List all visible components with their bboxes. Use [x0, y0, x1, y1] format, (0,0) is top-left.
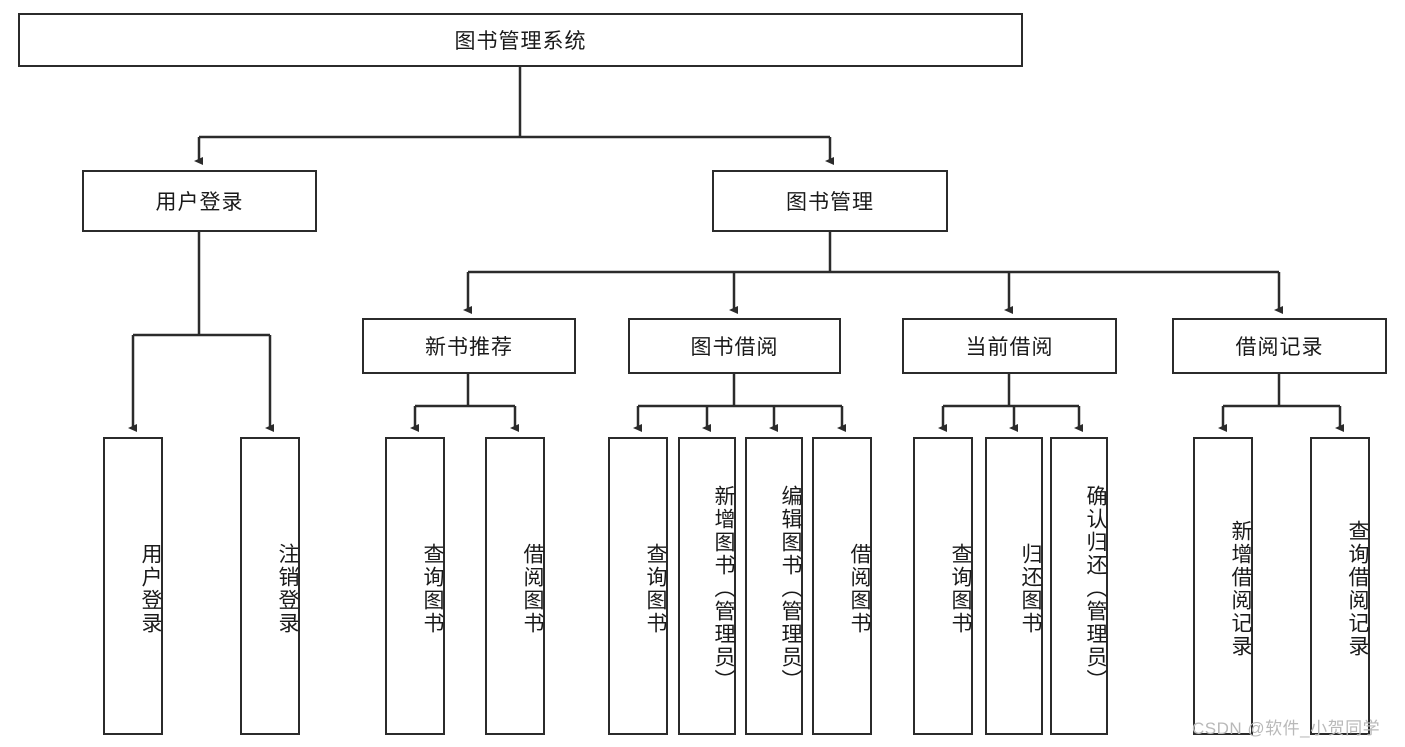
node-leaf-edit-book[interactable]: 编辑图书（管理员）: [745, 437, 803, 735]
node-leaf-user-login-label: 用户登录: [139, 543, 162, 635]
node-leaf-return-book[interactable]: 归还图书: [985, 437, 1043, 735]
node-leaf-edit-book-label: 编辑图书（管理员）: [779, 484, 802, 692]
node-book-manage[interactable]: 图书管理: [712, 170, 948, 232]
node-borrow-record-label: 借阅记录: [1235, 336, 1324, 359]
csdn-watermark: CSDN @软件_小贺同学: [1192, 719, 1381, 738]
node-leaf-add-book-label: 新增图书（管理员）: [712, 484, 735, 692]
node-leaf-borrow-book-1-label: 借阅图书: [521, 543, 544, 635]
node-leaf-query-record[interactable]: 查询借阅记录: [1310, 437, 1370, 735]
node-leaf-borrow-book-1[interactable]: 借阅图书: [485, 437, 545, 735]
node-leaf-query-book-1[interactable]: 查询图书: [385, 437, 445, 735]
node-leaf-add-book[interactable]: 新增图书（管理员）: [678, 437, 736, 735]
node-new-book-rec[interactable]: 新书推荐: [362, 318, 576, 374]
node-leaf-query-book-3-label: 查询图书: [949, 543, 972, 635]
node-borrow-record[interactable]: 借阅记录: [1172, 318, 1387, 374]
node-current-borrow-label: 当前借阅: [965, 336, 1054, 359]
node-leaf-borrow-book-2-label: 借阅图书: [848, 543, 871, 635]
node-leaf-query-book-1-label: 查询图书: [421, 543, 444, 635]
node-leaf-user-logout[interactable]: 注销登录: [240, 437, 300, 735]
node-leaf-return-book-label: 归还图书: [1019, 543, 1042, 635]
node-leaf-add-record-label: 新增借阅记录: [1229, 520, 1252, 658]
node-leaf-query-book-2-label: 查询图书: [644, 543, 667, 635]
node-leaf-user-login[interactable]: 用户登录: [103, 437, 163, 735]
node-leaf-add-record[interactable]: 新增借阅记录: [1193, 437, 1253, 735]
node-book-borrow-label: 图书借阅: [690, 336, 779, 359]
node-root-label: 图书管理系统: [454, 30, 587, 53]
node-new-book-rec-label: 新书推荐: [425, 336, 513, 359]
node-leaf-confirm-return[interactable]: 确认归还（管理员）: [1050, 437, 1108, 735]
node-leaf-query-record-label: 查询借阅记录: [1346, 520, 1369, 658]
node-leaf-borrow-book-2[interactable]: 借阅图书: [812, 437, 872, 735]
node-book-manage-label: 图书管理: [786, 191, 874, 214]
node-leaf-query-book-2[interactable]: 查询图书: [608, 437, 668, 735]
node-leaf-query-book-3[interactable]: 查询图书: [913, 437, 973, 735]
node-leaf-user-logout-label: 注销登录: [276, 543, 299, 635]
node-leaf-confirm-return-label: 确认归还（管理员）: [1084, 484, 1107, 692]
node-root[interactable]: 图书管理系统: [18, 13, 1023, 67]
node-user-login-label: 用户登录: [155, 191, 244, 214]
node-user-login[interactable]: 用户登录: [82, 170, 317, 232]
node-book-borrow[interactable]: 图书借阅: [628, 318, 841, 374]
node-current-borrow[interactable]: 当前借阅: [902, 318, 1117, 374]
